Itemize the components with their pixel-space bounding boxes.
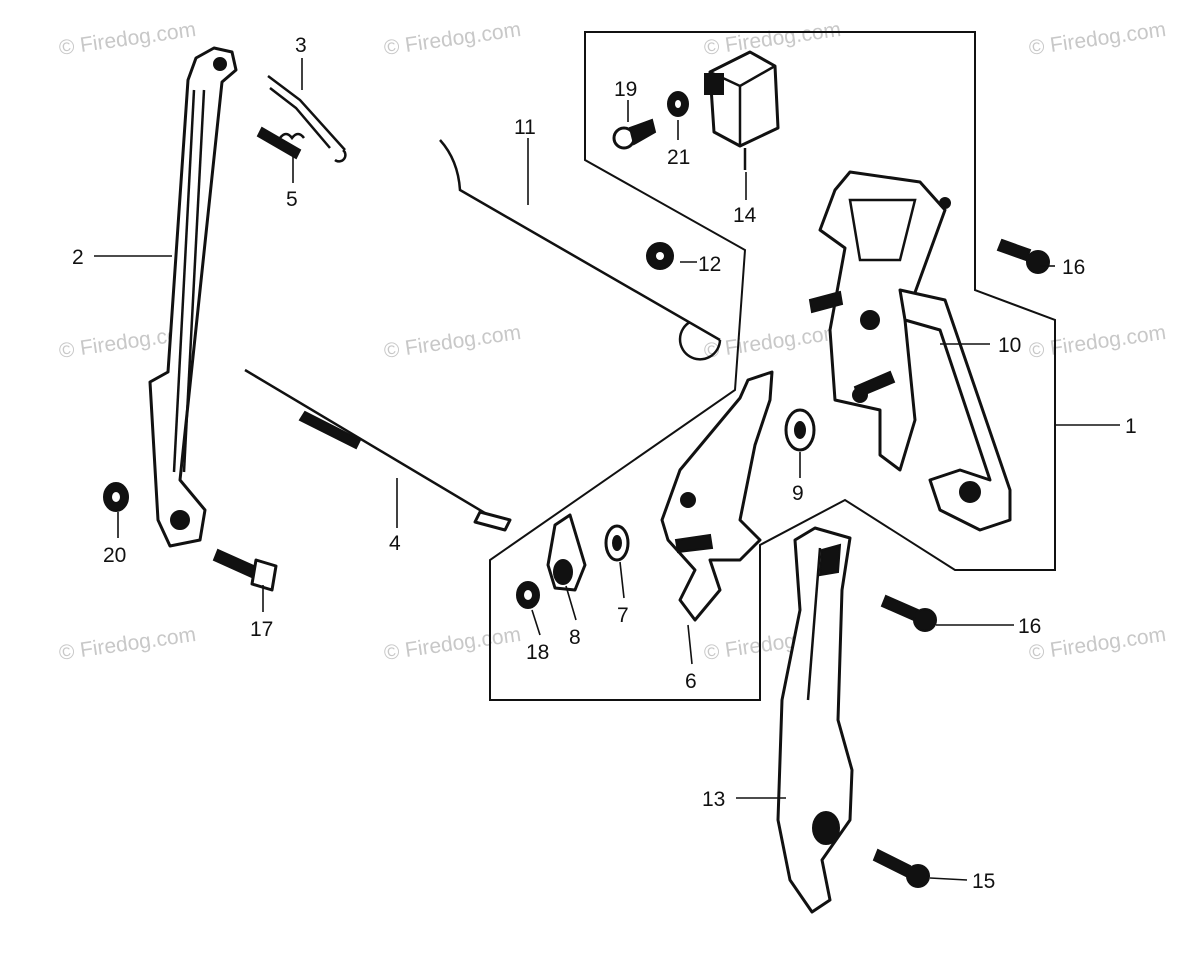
callout-17: 17 (250, 618, 273, 641)
callout-5: 5 (286, 188, 298, 211)
watermark-text: © Firedog.com (1027, 18, 1167, 60)
callout-19: 19 (614, 78, 637, 101)
callout-9: 9 (792, 482, 804, 505)
part-21-washer (667, 91, 689, 117)
callout-21: 21 (667, 146, 690, 169)
part-10-bracket (898, 288, 1012, 532)
part-18-nut (516, 581, 540, 609)
callout-8: 8 (569, 626, 581, 649)
watermark-text: © Firedog.com (702, 18, 842, 60)
watermark-text: © Firedog.com (382, 321, 522, 363)
callout-11: 11 (514, 116, 536, 139)
part-13-plate (776, 526, 854, 914)
part-7-washer (604, 524, 630, 562)
watermark-text: © Firedog.com (57, 623, 197, 665)
watermark-text: © Firedog.com (1027, 623, 1167, 665)
part-11-wire (439, 139, 722, 361)
callout-labels: 2 3 5 11 12 19 21 14 16 10 1 9 4 7 8 18 … (72, 34, 1137, 893)
part-9-washer (784, 408, 816, 452)
watermark-text: © Firedog.com (702, 321, 842, 363)
part-12-nut (646, 242, 674, 270)
part-14-switch (704, 50, 780, 170)
part-6-arm (660, 370, 774, 622)
assembly-frame (489, 31, 1056, 701)
callout-18-lower: 18 (526, 641, 549, 664)
callout-20: 20 (103, 544, 126, 567)
part-5-spring-clip (256, 126, 305, 160)
watermark-text: © Firedog.com (382, 623, 522, 665)
callout-3: 3 (295, 34, 307, 57)
callout-16-upper: 16 (1062, 256, 1085, 279)
leader-lines (94, 58, 1120, 881)
watermark-text: © Firedog.com (57, 18, 197, 60)
callout-10: 10 (998, 334, 1021, 357)
part-8-lever (546, 513, 587, 592)
part-16-bolt-lower (880, 594, 937, 632)
part-1-base (808, 170, 951, 472)
part-2-lever (148, 46, 238, 548)
part-4-rod (244, 368, 512, 532)
part-20-nut (103, 482, 129, 512)
part-17-screw (212, 548, 278, 592)
callout-15: 15 (972, 870, 995, 893)
watermark-text: © Firedog.com (1027, 321, 1167, 363)
callout-13: 13 (702, 788, 725, 811)
part-16-bolt-upper (996, 238, 1050, 274)
callout-7: 7 (617, 604, 629, 627)
callout-16-lower: 16 (1018, 615, 1041, 638)
callout-1: 1 (1125, 415, 1137, 438)
callout-6: 6 (685, 670, 697, 693)
part-3-spring (267, 75, 347, 163)
callout-2: 2 (72, 246, 84, 269)
callout-4: 4 (389, 532, 401, 555)
watermark-text: © Firedog.com (382, 18, 522, 60)
callout-12: 12 (698, 253, 721, 276)
part-15-bolt (872, 848, 930, 888)
callout-14: 14 (733, 204, 757, 227)
part-19-screw (612, 118, 657, 150)
